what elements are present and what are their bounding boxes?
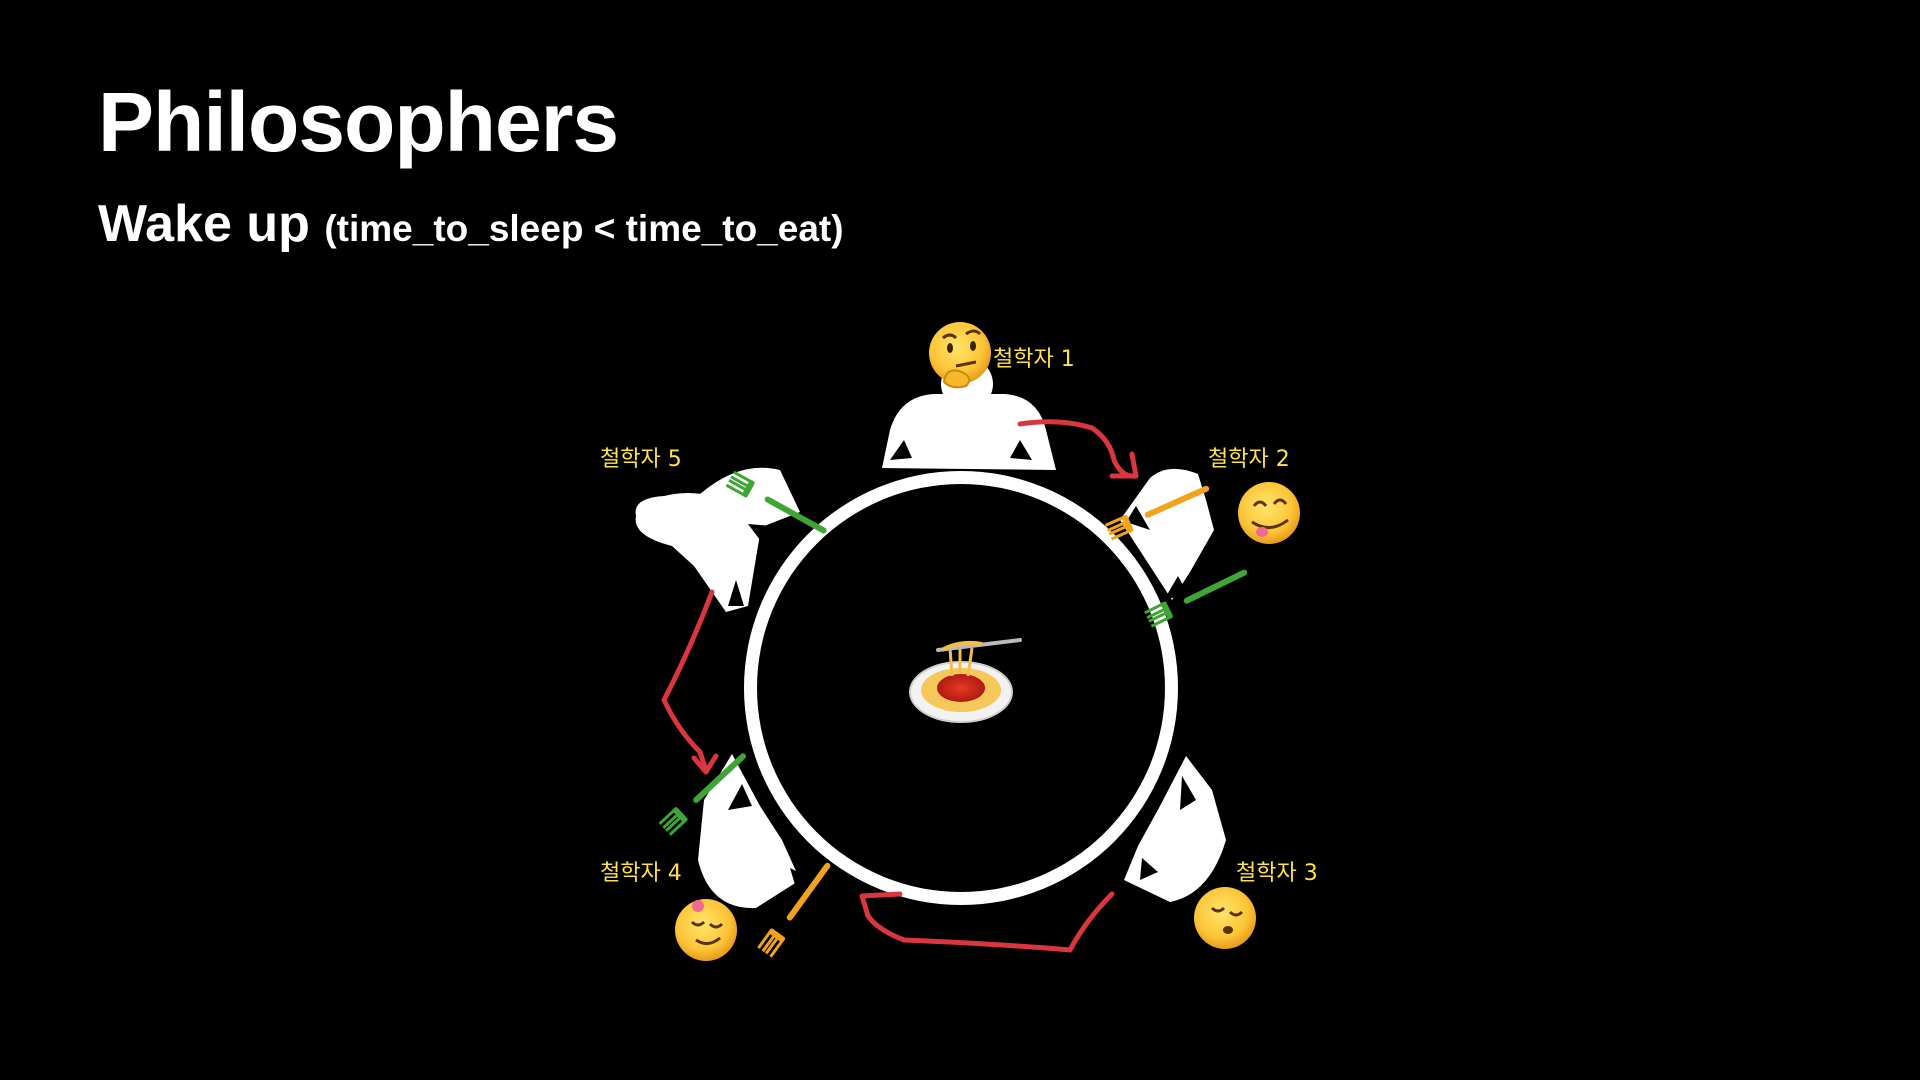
arrow-p3-to-p4 — [859, 891, 1115, 953]
face-savoring-food-icon — [1238, 482, 1300, 544]
page-title: Philosophers — [98, 75, 619, 169]
arrow-p1-to-p2-head — [1109, 451, 1139, 479]
philosopher-2-label: 철학자 2 — [1208, 447, 1290, 472]
philosopher-2-silhouette — [1120, 468, 1214, 600]
page-subtitle: Wake up (time_to_sleep < time_to_eat) — [98, 198, 844, 250]
philosopher-3-label: 철학자 3 — [1236, 861, 1318, 886]
philosopher-4-silhouette — [698, 754, 800, 909]
subtitle-condition: (time_to_sleep < time_to_eat) — [324, 208, 844, 249]
sleeping-face-icon-philosopher-3 — [1194, 887, 1256, 949]
arrow-p1-to-p2 — [1017, 419, 1139, 479]
table-arm-gaps — [728, 440, 1196, 888]
spaghetti-icon — [909, 638, 1022, 723]
philosopher-1-label: 철학자 1 — [993, 347, 1075, 372]
fork-handoff-arrows — [661, 419, 1139, 953]
subtitle-main: Wake up — [98, 195, 310, 253]
philosopher-5-silhouette — [635, 467, 800, 612]
philosopher-5-label: 철학자 5 — [600, 447, 682, 472]
philosopher-4-label: 철학자 4 — [600, 861, 682, 886]
philosopher-labels: 철학자 1 철학자 2 철학자 3 철학자 4 철학자 5 — [600, 347, 1318, 886]
arrow-p5-to-p4 — [661, 589, 715, 773]
sleeping-face-icon-philosopher-4 — [675, 899, 737, 961]
thinking-face-icon — [929, 322, 991, 389]
arrow-p5-to-p4-head — [691, 753, 719, 775]
